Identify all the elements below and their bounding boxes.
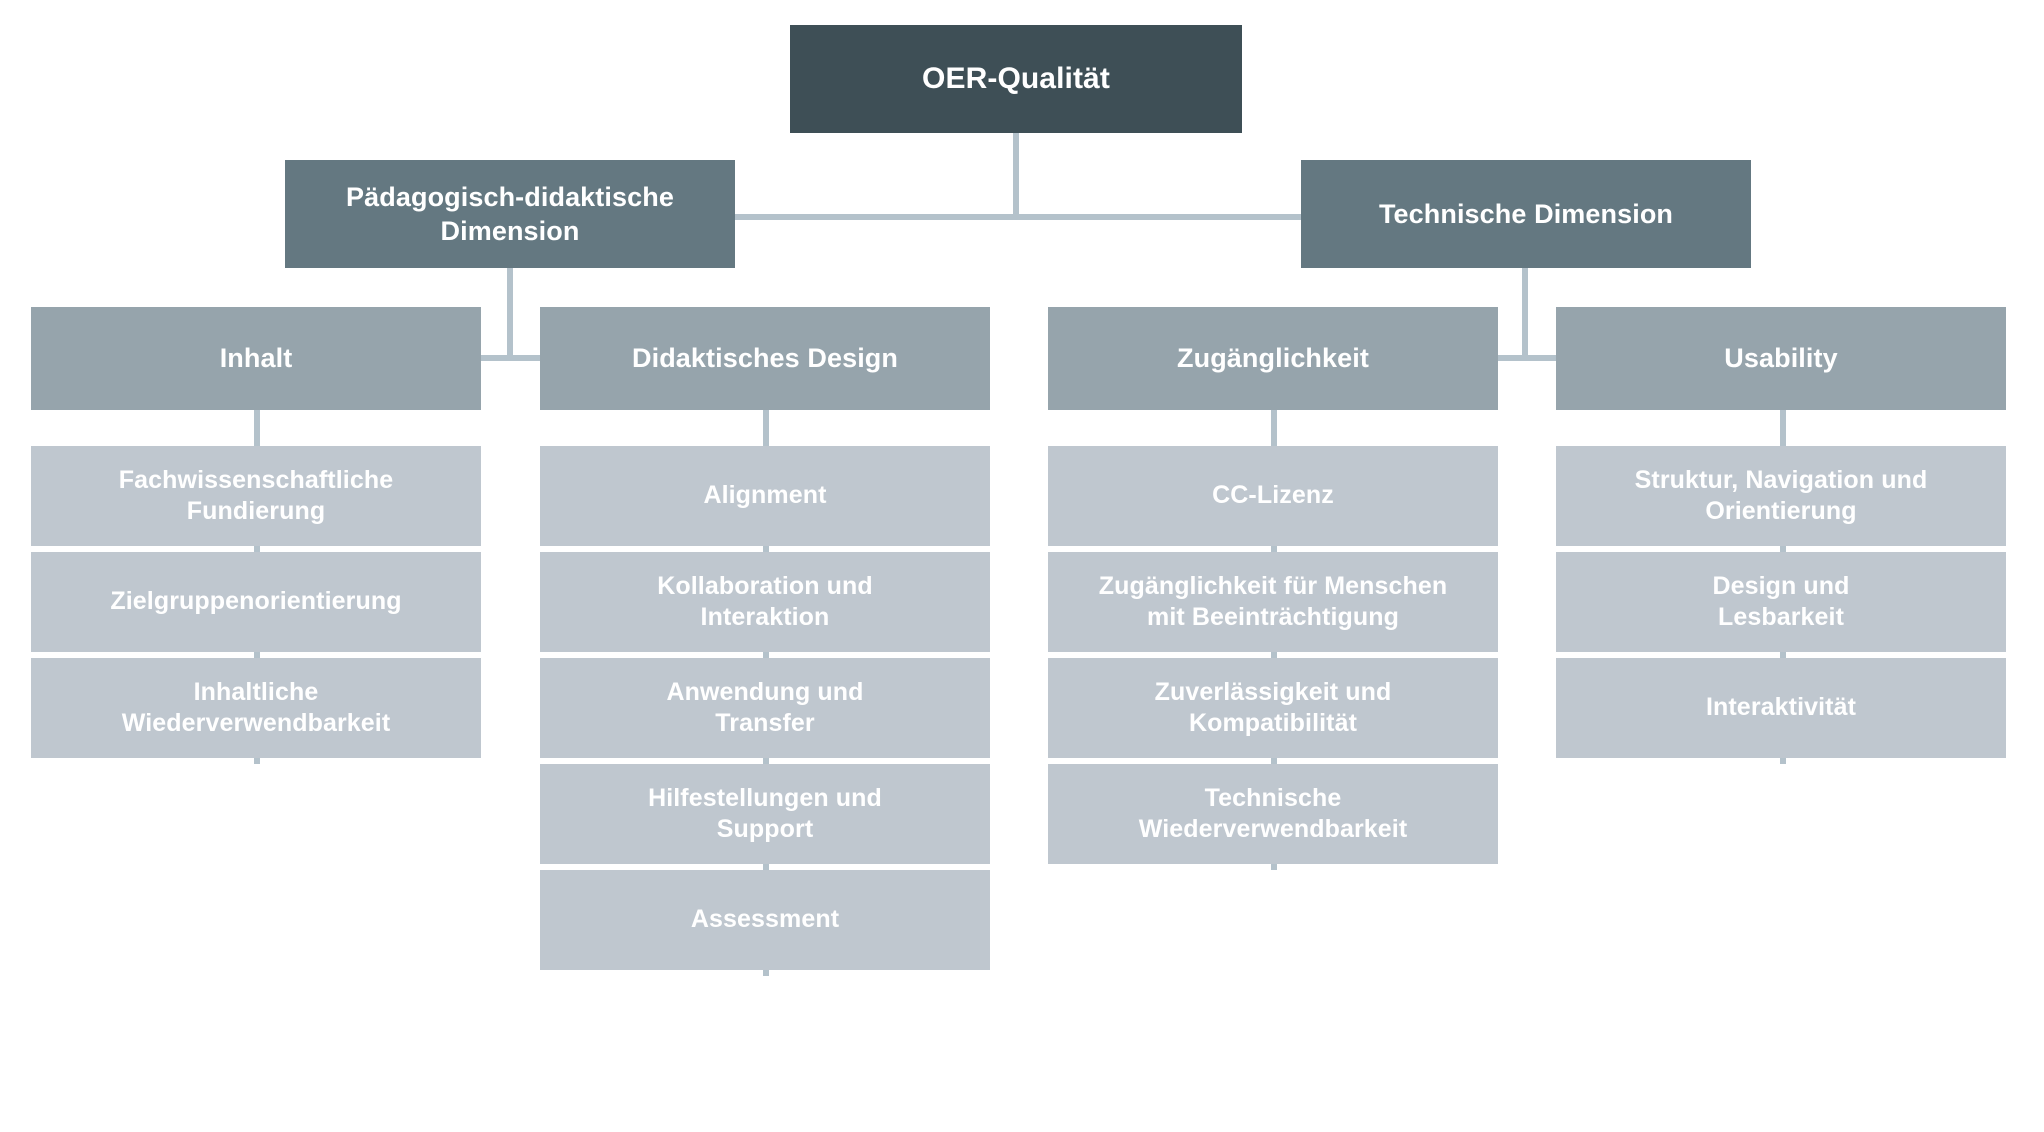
connector-technical-bus bbox=[1213, 355, 1783, 361]
node-category-zugaenglichkeit[interactable]: Zugänglichkeit bbox=[1048, 307, 1498, 410]
connector-dimension-bus bbox=[735, 214, 1301, 220]
node-criterion-alignment[interactable]: Alignment bbox=[540, 446, 990, 546]
node-criterion-technische-wiederverwendbarkeit[interactable]: Technische Wiederverwendbarkeit bbox=[1048, 764, 1498, 864]
node-criterion-zielgruppenorientierung[interactable]: Zielgruppenorientierung bbox=[31, 552, 481, 652]
node-criterion-zugaenglichkeit-fuer-menschen-mit-beeintraechtigung[interactable]: Zugänglichkeit für Menschen mit Beeinträ… bbox=[1048, 552, 1498, 652]
node-criterion-fachwissenschaftliche-fundierung[interactable]: Fachwissenschaftliche Fundierung bbox=[31, 446, 481, 546]
node-category-usability[interactable]: Usability bbox=[1556, 307, 2006, 410]
node-criterion-anwendung-und-transfer[interactable]: Anwendung und Transfer bbox=[540, 658, 990, 758]
node-dimension-technical[interactable]: Technische Dimension bbox=[1301, 160, 1751, 268]
node-criterion-struktur-navigation-und-orientierung[interactable]: Struktur, Navigation und Orientierung bbox=[1556, 446, 2006, 546]
node-criterion-assessment[interactable]: Assessment bbox=[540, 870, 990, 970]
node-category-didaktisches-design[interactable]: Didaktisches Design bbox=[540, 307, 990, 410]
node-root-oer-qualitaet[interactable]: OER-Qualität bbox=[790, 25, 1242, 133]
node-criterion-kollaboration-und-interaktion[interactable]: Kollaboration und Interaktion bbox=[540, 552, 990, 652]
node-criterion-cc-lizenz[interactable]: CC-Lizenz bbox=[1048, 446, 1498, 546]
node-category-inhalt[interactable]: Inhalt bbox=[31, 307, 481, 410]
connector-technical-stem bbox=[1522, 268, 1528, 360]
node-criterion-design-und-lesbarkeit[interactable]: Design und Lesbarkeit bbox=[1556, 552, 2006, 652]
node-criterion-interaktivitaet[interactable]: Interaktivität bbox=[1556, 658, 2006, 758]
node-criterion-inhaltliche-wiederverwendbarkeit[interactable]: Inhaltliche Wiederverwendbarkeit bbox=[31, 658, 481, 758]
connector-pedagogical-stem bbox=[507, 268, 513, 360]
node-criterion-hilfestellungen-und-support[interactable]: Hilfestellungen und Support bbox=[540, 764, 990, 864]
node-dimension-pedagogical-didactic[interactable]: Pädagogisch-didaktische Dimension bbox=[285, 160, 735, 268]
node-criterion-zuverlaessigkeit-und-kompatibilitaet[interactable]: Zuverlässigkeit und Kompatibilität bbox=[1048, 658, 1498, 758]
connector-pedagogical-bus bbox=[196, 355, 766, 361]
connector-root-stem bbox=[1013, 133, 1019, 219]
